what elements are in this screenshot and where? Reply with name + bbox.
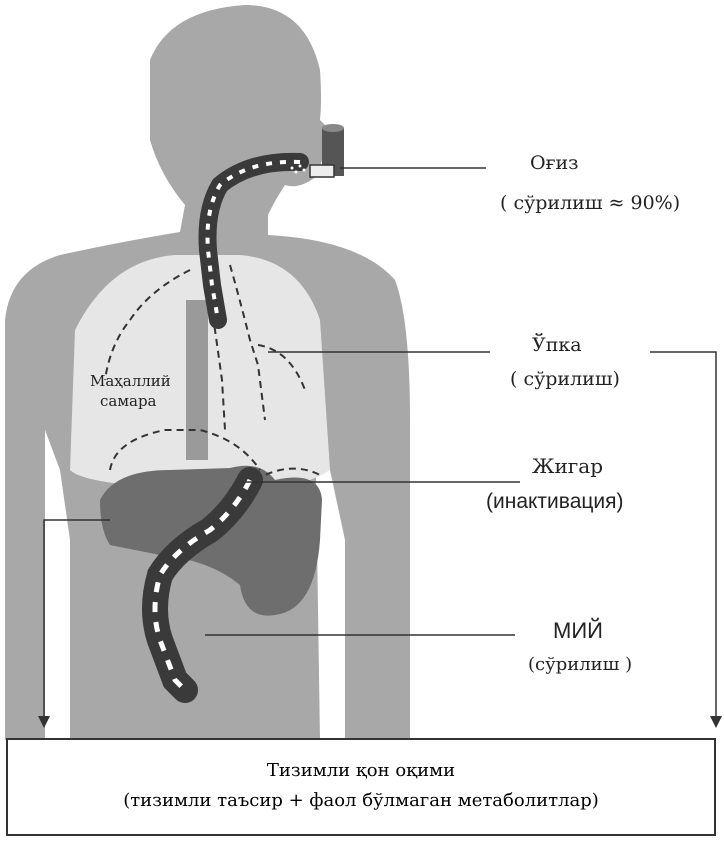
liver-label: Жигар xyxy=(532,454,603,478)
liver-inactivation-label: (инактивация) xyxy=(486,490,624,514)
mouth-absorption-label: ( сўрилиш ≈ 90%) xyxy=(500,192,680,214)
inhaler-mouthpiece xyxy=(310,165,334,177)
local-effect-label-1: Маҳаллий xyxy=(90,372,171,390)
right-arrow-head xyxy=(710,716,722,728)
intestine-label: МИЙ xyxy=(553,618,603,644)
local-effect-label-2: самара xyxy=(100,392,157,410)
systemic-title: Тизимли қон оқими xyxy=(8,760,714,781)
systemic-circulation-box: Тизимли қон оқими (тизимли таъсир + фаол… xyxy=(6,738,716,836)
lung-label: Ўпка xyxy=(532,334,582,356)
mouth-label: Оғиз xyxy=(530,152,579,174)
inhaler-top xyxy=(322,124,344,132)
intestine-absorption-label: (сўрилиш ) xyxy=(528,654,632,675)
lung-to-systemic-line xyxy=(650,352,716,720)
trachea xyxy=(186,300,208,460)
systemic-subtitle: (тизимли таъсир + фаол бўлмаган метаболи… xyxy=(8,790,714,811)
lung-absorption-label: ( сўрилиш) xyxy=(510,368,620,390)
